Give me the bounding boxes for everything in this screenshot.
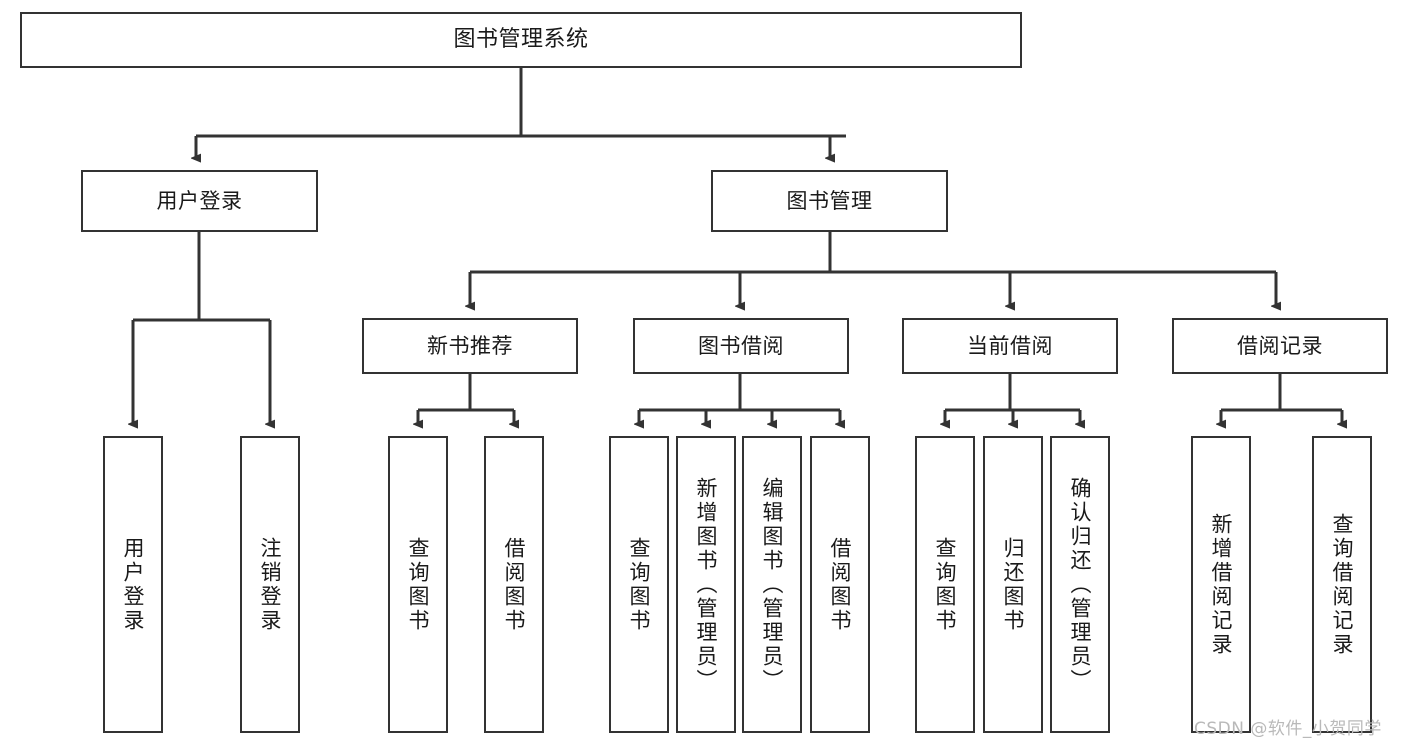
node-book-manage[interactable]: 图书管理 [711,170,948,232]
node-borrow-record[interactable]: 借阅记录 [1172,318,1388,374]
node-leaf-add-borrow-record-label: 新增借阅记录 [1209,512,1234,657]
node-root-label: 图书管理系统 [453,27,589,53]
node-leaf-user-logout-label: 注销登录 [258,536,283,633]
node-leaf-query-borrow-record-label: 查询借阅记录 [1330,512,1355,657]
node-leaf-edit-book-label: 编辑图书（管理员） [760,476,785,693]
node-user-login-label: 用户登录 [156,188,243,213]
node-leaf-confirm-return-label: 确认归还（管理员） [1068,476,1093,693]
node-leaf-add-book-label: 新增图书（管理员） [694,476,719,693]
csdn-watermark: CSDN @软件_小贺同学 [1194,719,1382,739]
node-book-borrow[interactable]: 图书借阅 [633,318,849,374]
node-leaf-query-book-borrow[interactable]: 查询图书 [609,436,669,733]
node-leaf-query-book-current-label: 查询图书 [933,536,958,633]
node-book-borrow-label: 图书借阅 [698,333,784,358]
node-leaf-confirm-return[interactable]: 确认归还（管理员） [1050,436,1110,733]
node-leaf-query-book-current[interactable]: 查询图书 [915,436,975,733]
node-leaf-edit-book[interactable]: 编辑图书（管理员） [742,436,802,733]
node-leaf-return-book-label: 归还图书 [1001,536,1026,633]
node-leaf-user-login-label: 用户登录 [121,536,146,633]
node-new-book-recommend[interactable]: 新书推荐 [362,318,578,374]
node-leaf-return-book[interactable]: 归还图书 [983,436,1043,733]
node-root[interactable]: 图书管理系统 [20,12,1022,68]
node-leaf-borrow-book-rec[interactable]: 借阅图书 [484,436,544,733]
node-leaf-add-borrow-record[interactable]: 新增借阅记录 [1191,436,1251,733]
node-leaf-query-borrow-record[interactable]: 查询借阅记录 [1312,436,1372,733]
node-user-login[interactable]: 用户登录 [81,170,318,232]
node-book-manage-label: 图书管理 [786,188,873,213]
node-leaf-query-book-rec[interactable]: 查询图书 [388,436,448,733]
node-current-borrow-label: 当前借阅 [967,333,1053,358]
node-leaf-query-book-borrow-label: 查询图书 [627,536,652,633]
node-leaf-borrow-book-label: 借阅图书 [828,536,853,633]
node-leaf-borrow-book[interactable]: 借阅图书 [810,436,870,733]
node-leaf-borrow-book-rec-label: 借阅图书 [502,536,527,633]
node-borrow-record-label: 借阅记录 [1237,333,1323,358]
node-leaf-add-book[interactable]: 新增图书（管理员） [676,436,736,733]
node-new-book-recommend-label: 新书推荐 [427,333,513,358]
node-current-borrow[interactable]: 当前借阅 [902,318,1118,374]
node-leaf-query-book-rec-label: 查询图书 [406,536,431,633]
node-leaf-user-logout[interactable]: 注销登录 [240,436,300,733]
node-leaf-user-login[interactable]: 用户登录 [103,436,163,733]
